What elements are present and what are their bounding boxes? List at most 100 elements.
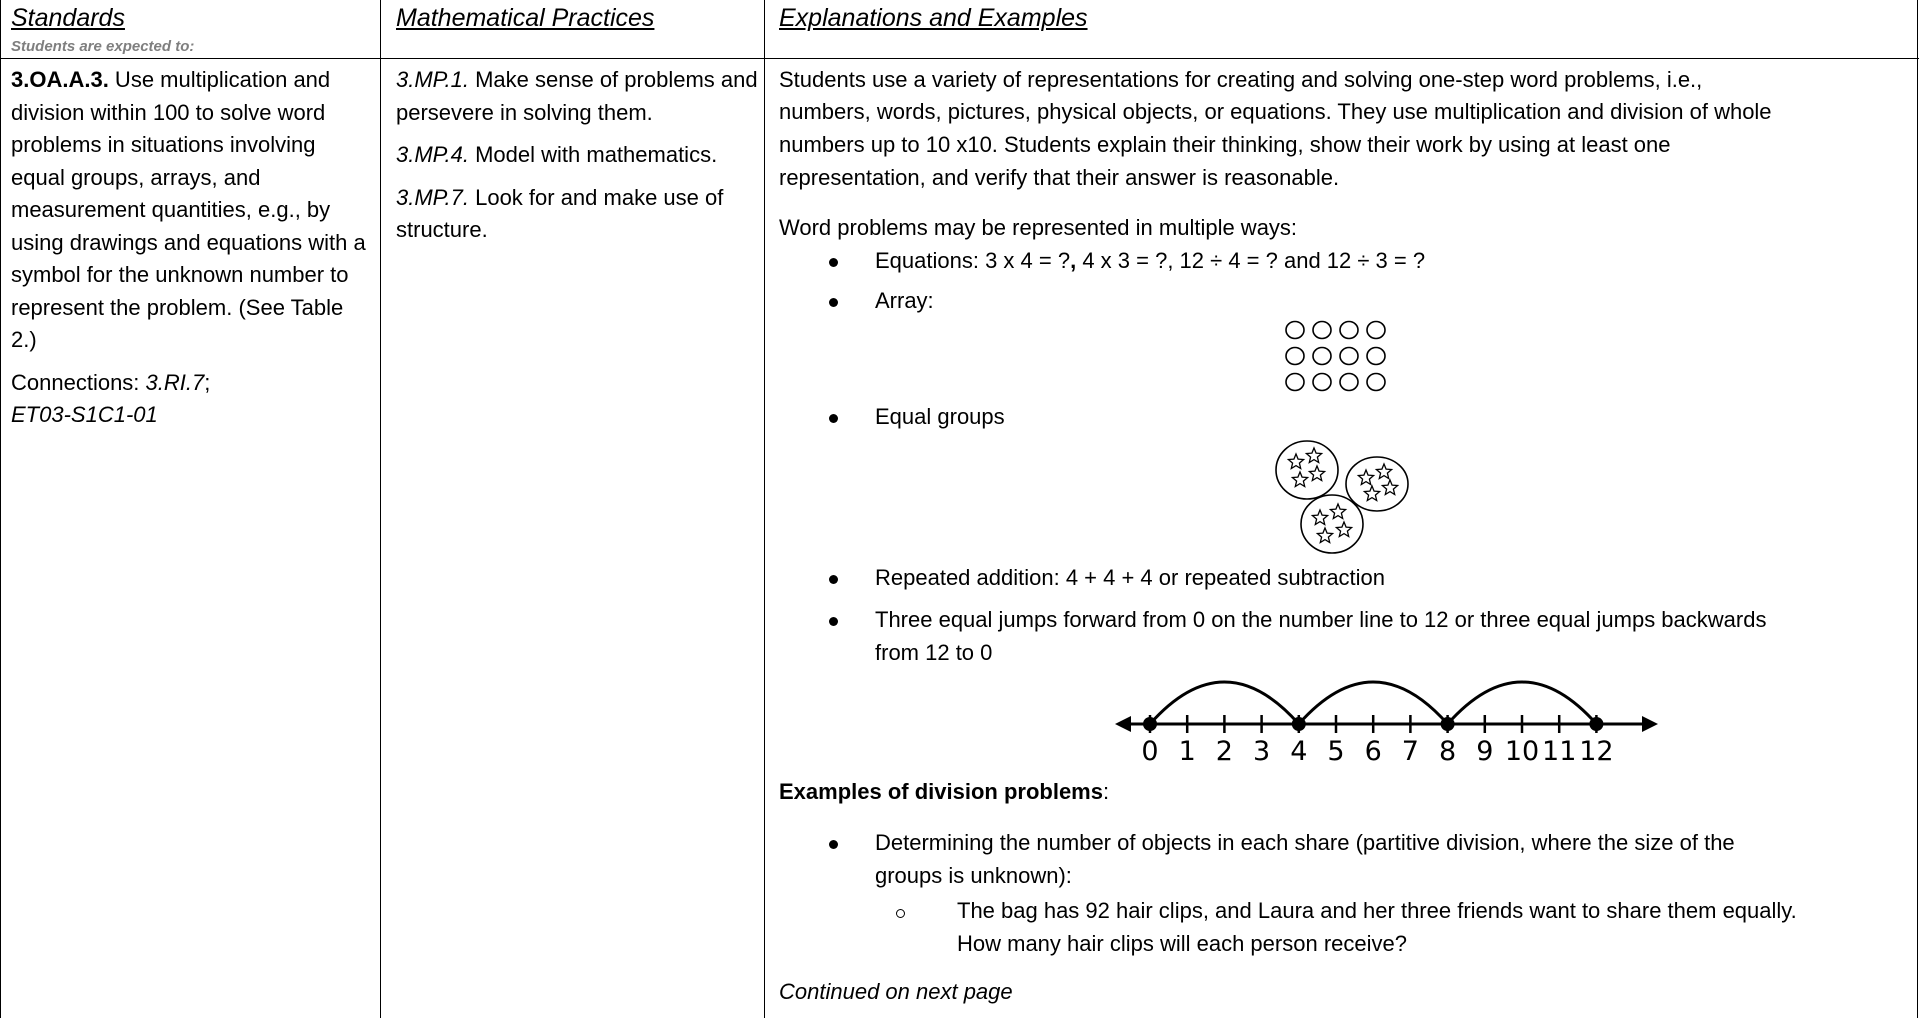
connection-1: 3.RI.7 — [145, 369, 205, 395]
division-heading-text: Examples of division problems — [779, 779, 1103, 804]
standards-header: Standards — [11, 4, 125, 32]
partitive-line-1: Determining the number of objects in eac… — [875, 830, 1735, 855]
intro-line-1: Students use a variety of representation… — [779, 67, 1703, 92]
standard-connections: Connections: 3.RI.7; ET03-S1C1-01 — [11, 367, 371, 432]
star-icon — [1380, 478, 1400, 496]
connections-label: Connections: — [11, 369, 146, 395]
number-line-label: 10 — [1505, 736, 1539, 764]
star-icon — [1315, 526, 1335, 544]
partitive-line-2: groups is unknown): — [875, 863, 1072, 888]
star-icon — [1310, 508, 1330, 526]
star-icon — [1328, 502, 1348, 520]
practice-item: 3.MP.4. Model with mathematics. — [396, 139, 766, 172]
intro-line-2: numbers, words, pictures, physical objec… — [779, 99, 1772, 124]
array-illustration — [1285, 320, 1386, 392]
practice-code: 3.MP.7. — [396, 184, 469, 210]
array-circle — [1366, 372, 1386, 392]
column-divider-2 — [764, 0, 765, 1018]
connection-2: ET03-S1C1-01 — [11, 402, 158, 427]
jump-arc — [1148, 680, 1300, 725]
array-circle — [1285, 320, 1305, 340]
number-line-label: 2 — [1216, 736, 1233, 764]
practices-cell: 3.MP.1. Make sense of problems and perse… — [396, 64, 766, 257]
intro-line-4: representation, and verify that their an… — [779, 165, 1340, 190]
array-circle — [1285, 372, 1305, 392]
number-line-label: 7 — [1402, 736, 1419, 764]
equations-comma: , — [1070, 248, 1077, 273]
jumps-line-1: Three equal jumps forward from 0 on the … — [875, 607, 1767, 632]
standard-cell: 3.OA.A.3. Use multiplication and divisio… — [11, 64, 371, 442]
number-line-label: 0 — [1141, 736, 1158, 764]
practice-item: 3.MP.1. Make sense of problems and perse… — [396, 64, 766, 129]
practice-text: Look for and make use of structure. — [396, 184, 724, 243]
star-icon — [1334, 520, 1354, 538]
star-icon — [1356, 468, 1376, 486]
equal-groups-illustration — [1275, 440, 1409, 554]
array-circle — [1339, 346, 1359, 366]
hairclip-line-1: The bag has 92 hair clips, and Laura and… — [957, 898, 1797, 923]
division-heading: Examples of division problems: — [779, 776, 1109, 809]
table-border-left — [0, 0, 1, 1018]
intro-line-3: numbers up to 10 x10. Students explain t… — [779, 132, 1671, 157]
equal-groups-label: Equal groups — [875, 404, 1005, 429]
bullet-icon — [829, 575, 838, 584]
bullet-icon — [829, 617, 838, 626]
bullet-icon — [829, 414, 838, 423]
star-icon — [1286, 452, 1306, 470]
continued-note: Continued on next page — [779, 979, 1013, 1004]
practice-code: 3.MP.1. — [396, 67, 469, 92]
left-arrow-icon — [1115, 716, 1131, 732]
bullet-icon — [829, 840, 838, 849]
number-line-label: 9 — [1476, 736, 1493, 764]
standard-description: 3.OA.A.3. Use multiplication and divisio… — [11, 64, 371, 357]
practices-header: Mathematical Practices — [396, 4, 655, 32]
standard-code: 3.OA.A.3. — [11, 67, 109, 92]
number-line-dot — [1143, 717, 1157, 731]
practice-code: 3.MP.4. — [396, 142, 469, 167]
number-line-label: 4 — [1290, 736, 1307, 764]
array-circle — [1366, 346, 1386, 366]
star-icon — [1374, 462, 1394, 480]
number-line-label: 5 — [1327, 736, 1344, 764]
equations-part-b: 4 x 3 = ?, 12 ÷ 4 = ? and 12 ÷ 3 = ? — [1076, 248, 1426, 273]
practice-text: Make sense of problems and persevere in … — [396, 67, 758, 125]
standard-text: Use multiplication and division within 1… — [11, 67, 366, 352]
bullet-icon — [829, 298, 838, 307]
equations-item: Equations: 3 x 4 = ?, 4 x 3 = ?, 12 ÷ 4 … — [875, 245, 1425, 278]
number-line-label: 11 — [1542, 736, 1576, 764]
number-line-dot — [1440, 717, 1455, 731]
hairclip-line-2: How many hair clips will each person rec… — [957, 931, 1407, 956]
table-border-right — [1917, 0, 1918, 1018]
practice-text: Model with mathematics. — [468, 142, 718, 167]
right-arrow-icon — [1642, 716, 1658, 732]
ways-intro: Word problems may be represented in mult… — [779, 215, 1298, 240]
array-label: Array: — [875, 288, 934, 313]
connection-separator: ; — [204, 369, 211, 395]
number-line-label: 6 — [1365, 736, 1382, 764]
array-circle — [1312, 320, 1332, 340]
column-divider-1 — [380, 0, 381, 1018]
star-icon — [1362, 484, 1382, 502]
standards-subheader: Students are expected to: — [11, 38, 195, 55]
jump-arc — [1297, 680, 1449, 725]
jump-arc — [1446, 680, 1598, 725]
jumps-line-2: from 12 to 0 — [875, 640, 993, 665]
number-line-label: 3 — [1253, 736, 1270, 764]
array-circle — [1366, 320, 1386, 340]
circle-bullet-icon — [896, 909, 905, 918]
bullet-icon — [829, 258, 838, 267]
division-heading-colon: : — [1102, 779, 1110, 804]
explanations-header: Explanations and Examples — [779, 4, 1088, 32]
number-line-dot — [1589, 717, 1604, 731]
star-icon — [1307, 464, 1327, 482]
star-icon — [1304, 446, 1324, 464]
number-line-label: 8 — [1439, 736, 1456, 764]
array-circle — [1312, 346, 1332, 366]
practice-item: 3.MP.7. Look for and make use of structu… — [396, 182, 766, 247]
number-line-dot — [1291, 717, 1306, 731]
number-line-label: 1 — [1179, 736, 1196, 764]
array-circle — [1339, 372, 1359, 392]
header-divider — [0, 58, 1919, 59]
